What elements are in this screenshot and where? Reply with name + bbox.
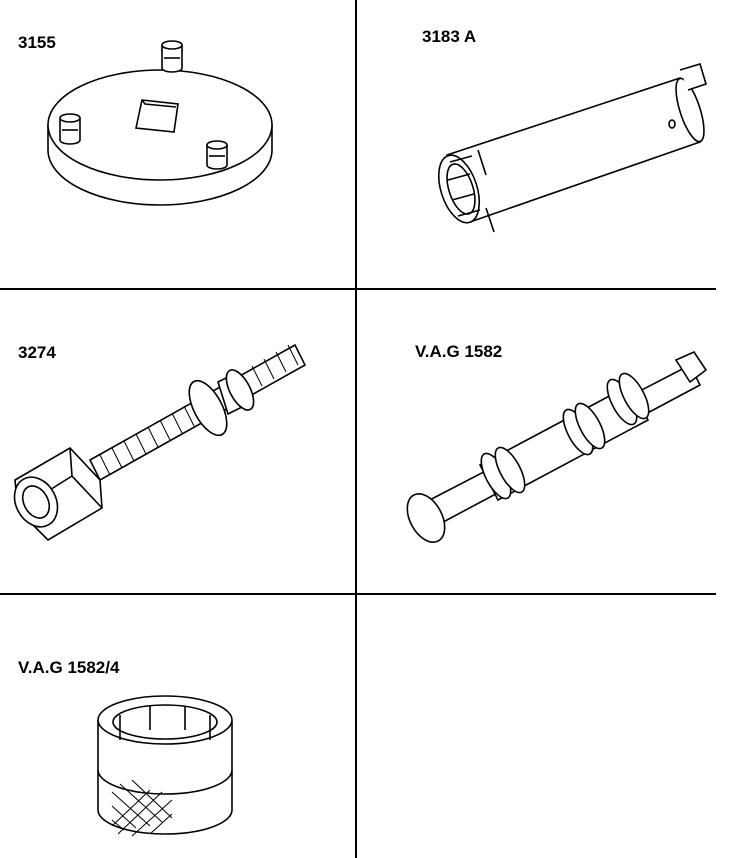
- grid-divider-row-2: [0, 593, 716, 595]
- tool-label-3183a: 3183 A: [422, 27, 477, 46]
- grid-divider-row-1: [0, 288, 716, 290]
- tool-label-vag1582-4: V.A.G 1582/4: [18, 658, 120, 677]
- tool-label-vag1582: V.A.G 1582: [415, 342, 503, 361]
- tool-label-3274: 3274: [18, 343, 56, 362]
- grid-vertical-divider: [355, 0, 357, 858]
- tool-label-3155: 3155: [18, 33, 56, 52]
